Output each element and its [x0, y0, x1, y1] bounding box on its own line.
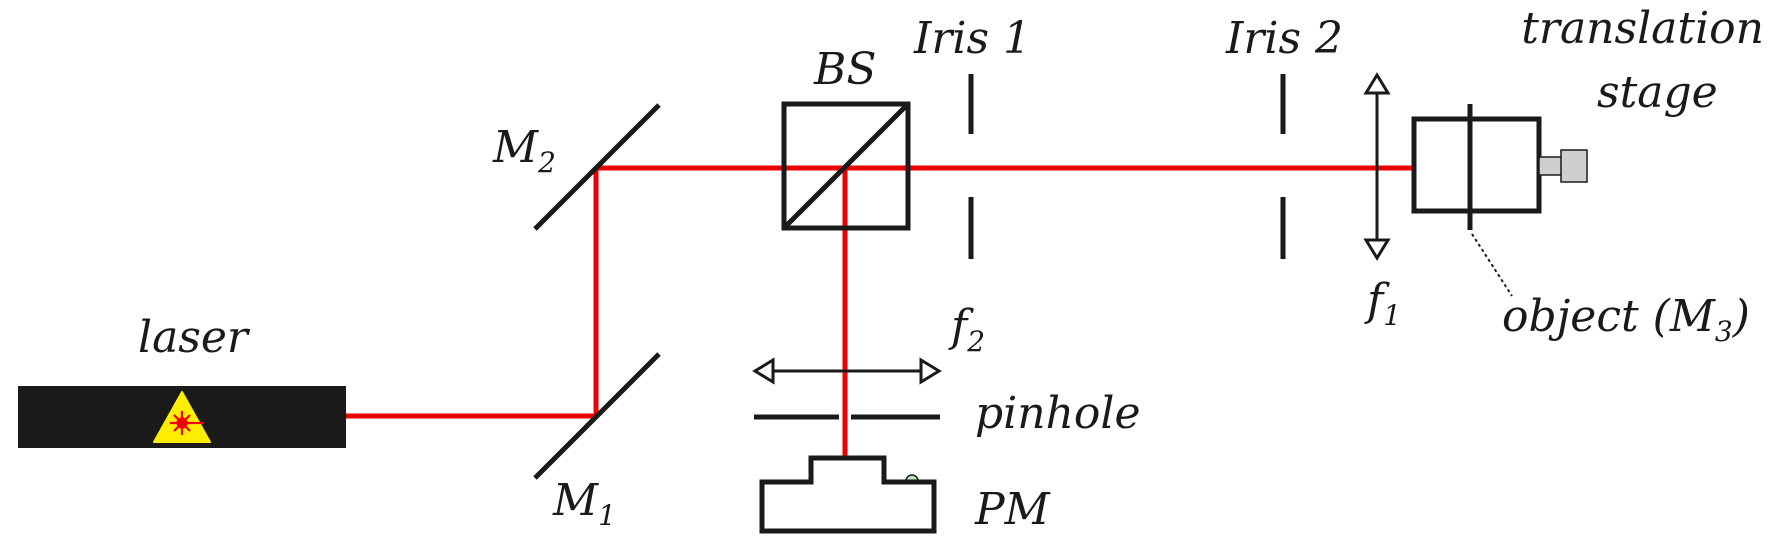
object-pointer-line: [1471, 233, 1513, 297]
beam-splitter: BS: [781, 44, 911, 231]
beam-splitter-cube: [781, 101, 911, 231]
lens-f1-top-arrowhead: [1363, 72, 1391, 95]
lens-f2-right-arrowhead: [919, 357, 942, 385]
lens-f1-bottom-arrowhead: [1363, 238, 1391, 261]
power-meter: [759, 455, 937, 534]
translation-stage-body: [1411, 116, 1542, 214]
laser-label: laser: [138, 312, 251, 363]
mirror-m1-letter: M: [552, 475, 599, 526]
mirror-m2: M2: [492, 103, 661, 231]
mirror-m2-letter: M: [492, 122, 539, 173]
beam-splitter-label: BS: [813, 44, 876, 95]
laser-beam: [346, 165, 1465, 458]
mirror-m1-surface: [533, 352, 661, 480]
lens-f1: f1: [1363, 72, 1401, 332]
lens-f2-subscript: 2: [966, 325, 985, 358]
mirror-m2-label: M2: [492, 122, 556, 179]
object-label: object (M3): [1502, 291, 1750, 348]
beam-splitter-diagonal: [782, 102, 910, 230]
micrometer-shaft-icon: [1538, 156, 1564, 176]
lens-f2-left-arrowhead: [752, 357, 775, 385]
laser-source: laser: [18, 312, 346, 448]
mirror-m1-label: M1: [552, 475, 616, 532]
mirror-m2-subscript: 2: [537, 146, 556, 179]
lens-f2: f2: [752, 301, 985, 385]
pinhole-label: pinhole: [975, 388, 1141, 439]
mirror-m1: M1: [533, 352, 661, 532]
laser-warning-icon: [153, 391, 211, 443]
object-label-prefix: object (M: [1502, 291, 1716, 342]
translation-stage-label-line2: stage: [1597, 67, 1718, 118]
mirror-m2-surface: [533, 103, 661, 231]
iris-1-label: Iris 1: [913, 13, 1031, 64]
lens-f1-label: f1: [1364, 275, 1401, 332]
lens-f2-label: f2: [948, 301, 985, 358]
object-label-subscript: 3: [1715, 315, 1733, 348]
micrometer-knob-icon: [1560, 149, 1588, 183]
power-meter-label: PM: [974, 484, 1051, 535]
mirror-m1-subscript: 1: [598, 499, 616, 532]
lens-f1-subscript: 1: [1383, 299, 1401, 332]
power-meter-body: [759, 455, 937, 534]
translation-stage-label-line1: translation: [1521, 3, 1764, 54]
object-label-suffix: ): [1732, 291, 1750, 342]
translation-stage: [1411, 104, 1588, 297]
iris-2-label: Iris 2: [1225, 13, 1343, 64]
